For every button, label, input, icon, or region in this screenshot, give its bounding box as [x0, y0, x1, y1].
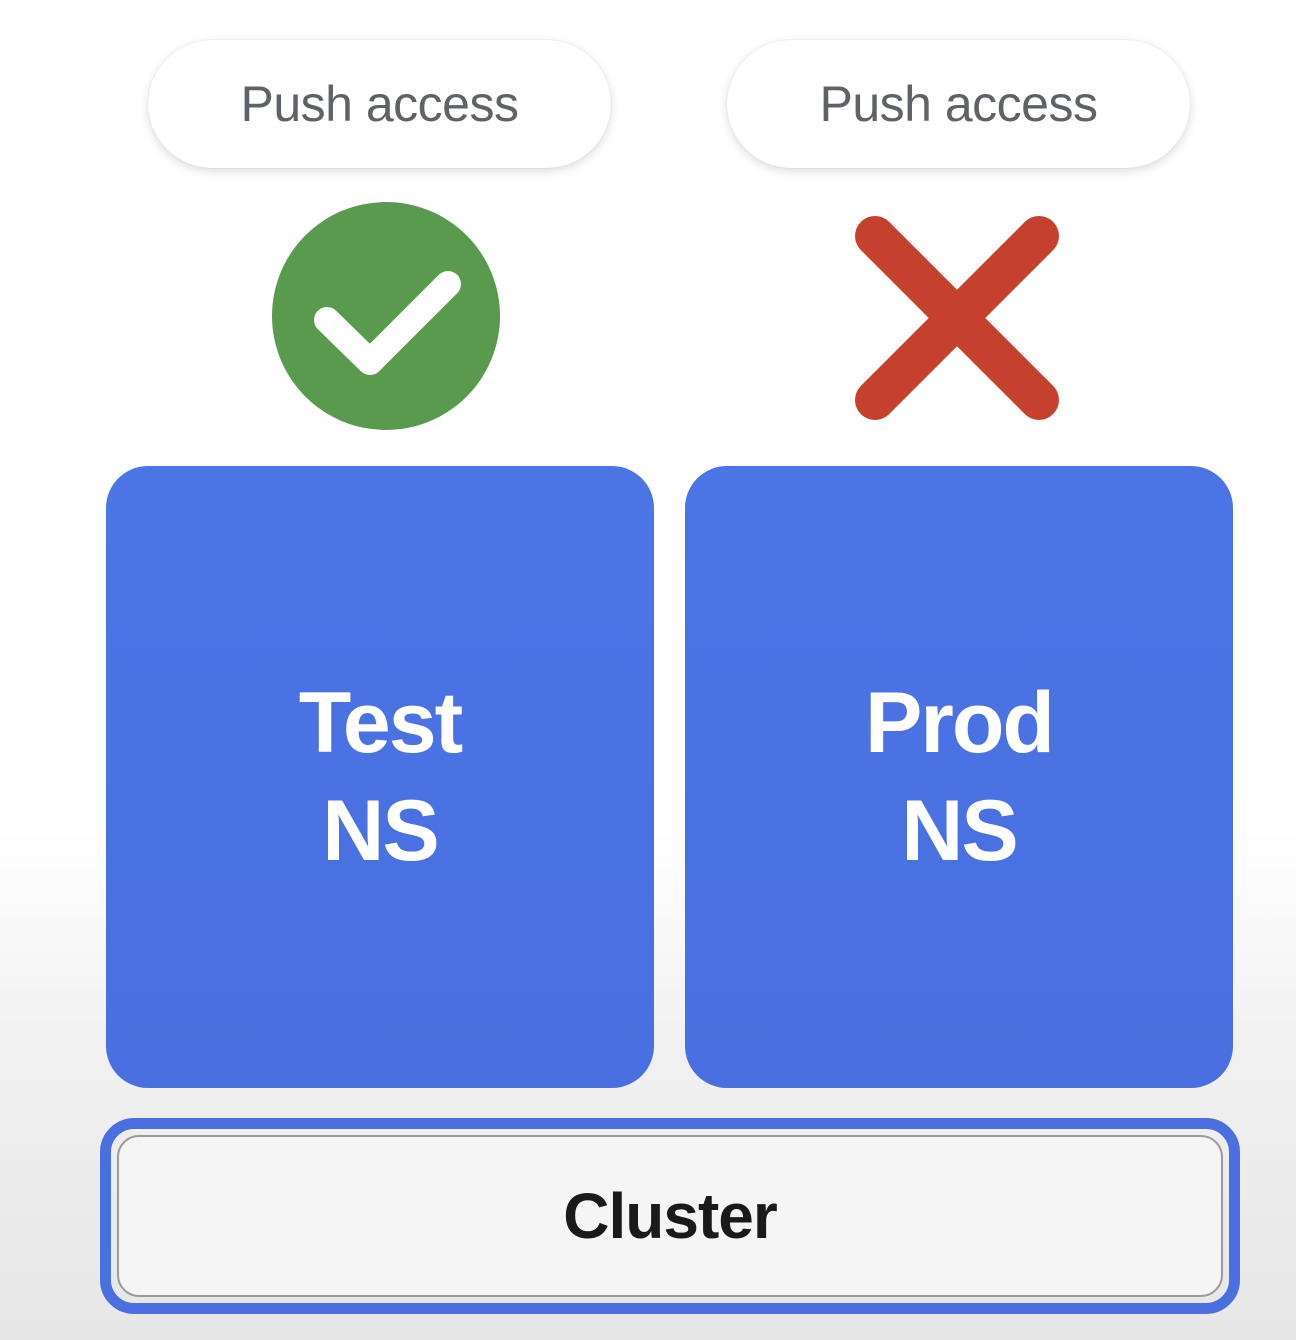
push-access-label: Push access	[819, 76, 1098, 132]
namespace-box-prod: Prod NS	[685, 466, 1233, 1088]
check-circle-icon	[272, 202, 500, 430]
push-access-pill-prod: Push access	[727, 40, 1190, 168]
namespace-name: Test	[298, 675, 463, 771]
push-access-pill-test: Push access	[148, 40, 611, 168]
namespace-box-test: Test NS	[106, 466, 654, 1088]
push-access-label: Push access	[240, 76, 519, 132]
cluster-box: Cluster	[100, 1118, 1240, 1314]
cluster-label: Cluster	[563, 1180, 777, 1252]
namespace-name: Prod	[865, 675, 1055, 771]
namespace-suffix: NS	[322, 783, 439, 879]
cross-icon	[855, 216, 1059, 420]
namespace-suffix: NS	[901, 783, 1018, 879]
cluster-inner-panel	[117, 1135, 1223, 1297]
